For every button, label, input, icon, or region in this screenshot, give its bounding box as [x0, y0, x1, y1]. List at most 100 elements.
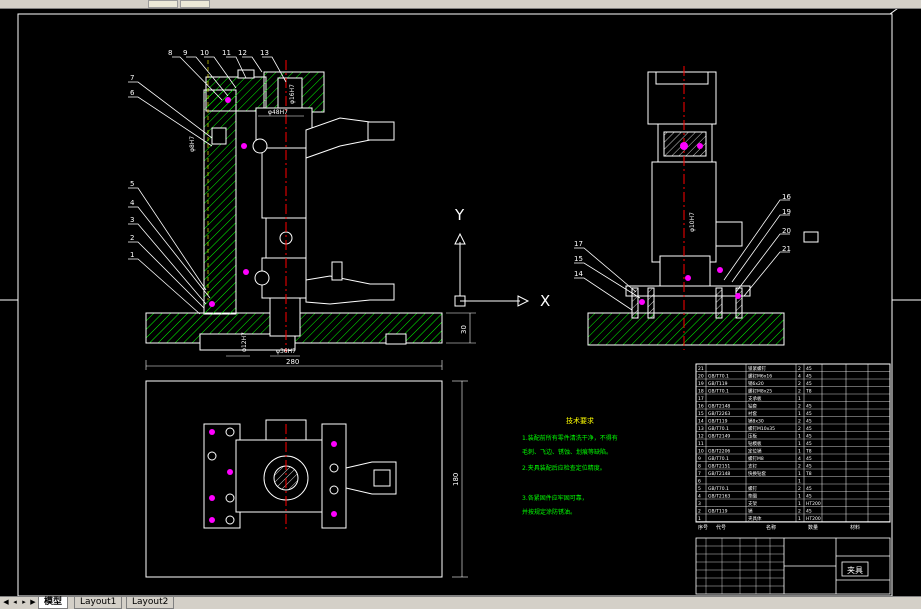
toolbar-button-b[interactable] — [180, 0, 210, 8]
bom-cell-no: 9 — [698, 456, 701, 462]
bom-cell-no: 21 — [698, 366, 704, 372]
svg-text:17: 17 — [574, 240, 583, 248]
tab-last-arrow-icon[interactable]: ▶ — [30, 598, 36, 606]
bom-cell-name: 螺钉M6x16 — [748, 373, 772, 380]
bom-cell-no: 2 — [698, 509, 701, 515]
bom-cell-name: 支承板 — [748, 395, 762, 402]
bom-cell-no: 3 — [698, 501, 701, 507]
bom-cell-mat: 45 — [806, 486, 812, 492]
bom-cell-mat: 45 — [806, 434, 812, 440]
bom-cell-qty: 2 — [798, 486, 801, 492]
bom-header-name: 名称 — [766, 524, 776, 531]
bom-header-mat: 材料 — [850, 524, 860, 531]
side-view: φ10H7 — [587, 66, 819, 350]
bom-cell-name: 销6x20 — [748, 380, 764, 387]
dim-bore-left: φ8H7 — [189, 136, 196, 152]
bom-cell-no: 11 — [698, 441, 704, 447]
ucs-y-label: Y — [454, 206, 465, 224]
dim-side: φ10H7 — [689, 212, 696, 232]
svg-text:21: 21 — [782, 245, 791, 253]
bom-cell-qty: 4 — [798, 374, 801, 380]
svg-text:12: 12 — [238, 49, 247, 57]
svg-text:16: 16 — [782, 193, 791, 201]
dim-overall-depth: 180 — [452, 473, 460, 486]
bom-cell-qty: 2 — [798, 381, 801, 387]
bom-header-qty: 数量 — [808, 524, 818, 531]
bom-cell-code: GB/T70.1 — [708, 486, 729, 492]
bom-cell-mat: 45 — [806, 381, 812, 387]
bom-cell-qty: 1 — [798, 441, 801, 447]
tab-first-arrow-icon[interactable]: ◀ — [3, 598, 9, 606]
bom-cell-name: 夹具体 — [748, 515, 762, 522]
drawing-frame — [0, 9, 921, 596]
bom-cell-name: 垫圈 — [748, 493, 757, 500]
svg-text:13: 13 — [260, 49, 269, 57]
tab-prev-arrow-icon[interactable]: ◂ — [13, 598, 17, 606]
svg-text:20: 20 — [782, 227, 791, 235]
note-line-4: 3.各紧固件应牢固可靠， — [522, 494, 588, 502]
bom-cell-qty: 2 — [798, 389, 801, 395]
bom-cell-code: GB/T2151 — [708, 464, 730, 470]
bom-cell-code: GB/T2163 — [708, 494, 730, 500]
bom-cell-no: 16 — [698, 404, 704, 410]
bom-cell-mat: 45 — [806, 456, 812, 462]
bom-header-code: 代号 — [716, 524, 726, 531]
bom-cell-name: 销 — [748, 508, 753, 515]
title-block-name: 夹具 — [847, 565, 863, 575]
bom-cell-qty: 1 — [798, 449, 801, 455]
svg-text:6: 6 — [130, 89, 135, 97]
toolbar-strip — [0, 0, 921, 9]
bom-cell-no: 1 — [698, 516, 701, 522]
bom-cell-qty: 1 — [798, 494, 801, 500]
bom-cell-mat: T8 — [805, 471, 812, 477]
dim-bore-mid: φ16H7 — [289, 84, 296, 104]
bom-cell-qty: 1 — [798, 479, 801, 485]
bom-cell-no: 14 — [698, 419, 704, 425]
note-line-5: 并按规定涂防锈油。 — [522, 508, 576, 516]
bom-cell-qty: 1 — [798, 396, 801, 402]
bom-cell-code: GB/T119 — [708, 419, 728, 425]
tab-layout2[interactable]: Layout2 — [126, 597, 175, 609]
bom-cell-name: 螺钉 — [748, 485, 757, 492]
bom-cell-no: 20 — [698, 374, 704, 380]
bom-cell-code: GB/T119 — [708, 381, 728, 387]
bom-cell-mat: 45 — [806, 419, 812, 425]
bom-cell-mat: T8 — [805, 389, 812, 395]
dim-bottom-bore-a: φ12H7 — [241, 332, 248, 352]
bom-cell-no: 6 — [698, 479, 701, 485]
bom-cell-mat: T8 — [805, 449, 812, 455]
note-line-2: 毛刺、飞边、锈蚀、划痕等缺陷。 — [522, 448, 612, 456]
bom-cell-qty: 2 — [798, 366, 801, 372]
svg-text:14: 14 — [574, 270, 583, 278]
svg-text:10: 10 — [200, 49, 209, 57]
bom-cell-mat: 45 — [806, 464, 812, 470]
tab-model[interactable]: 模型 — [38, 597, 69, 609]
bom-cell-no: 18 — [698, 389, 704, 395]
front-callouts — [128, 56, 287, 315]
tab-layout1[interactable]: Layout1 — [74, 597, 123, 609]
dim-bore-top: φ48H7 — [268, 109, 288, 116]
bom-cell-no: 5 — [698, 486, 701, 492]
tab-next-arrow-icon[interactable]: ▸ — [22, 598, 26, 606]
side-callouts — [574, 199, 790, 311]
svg-text:4: 4 — [130, 199, 135, 207]
bom-cell-code: GB/T2149 — [708, 434, 730, 440]
bom-cell-name: 螺钉M10x35 — [748, 425, 775, 432]
svg-text:5: 5 — [130, 180, 134, 188]
ucs-x-label: X — [540, 292, 550, 310]
drawing-canvas[interactable]: 8 9 10 11 12 13 7 6 5 4 3 2 1 φ48H7 φ8H7… — [0, 9, 921, 596]
bom-cell-code: GB/T70.1 — [708, 374, 729, 380]
toolbar-button-a[interactable] — [148, 0, 178, 8]
bom-cell-qty: 2 — [798, 464, 801, 470]
bom-cell-code: GB/T70.1 — [708, 456, 729, 462]
svg-text:15: 15 — [574, 255, 583, 263]
bom-cell-no: 13 — [698, 426, 704, 432]
bom-cell-name: 衬套 — [748, 410, 757, 417]
bom-header-no: 序号 — [698, 524, 708, 531]
svg-text:3: 3 — [130, 216, 134, 224]
bom-cell-name: 定位销 — [748, 448, 762, 455]
bom-cell-mat: 45 — [806, 404, 812, 410]
bom-cell-no: 12 — [698, 434, 704, 440]
bom-cell-qty: 2 — [798, 419, 801, 425]
bom-cell-mat: 45 — [806, 441, 812, 447]
